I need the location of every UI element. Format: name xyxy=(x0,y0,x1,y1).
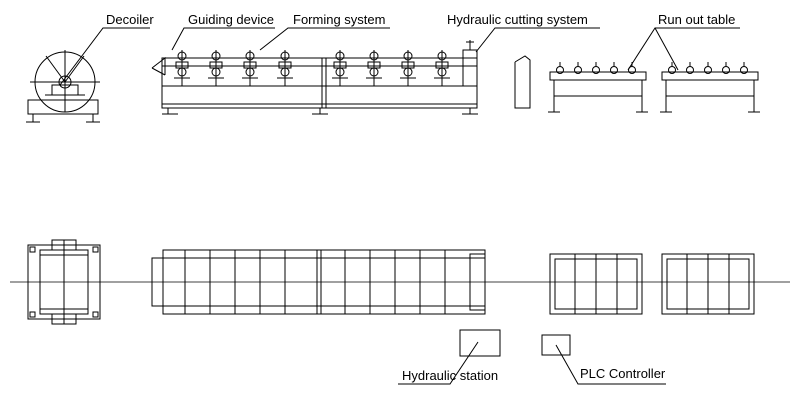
leader-lines-bottom xyxy=(398,342,666,384)
plc-controller-box xyxy=(542,335,570,355)
run-out-table-label: Run out table xyxy=(658,12,736,27)
roller-station xyxy=(277,50,293,86)
decoiler-elevation xyxy=(26,50,100,122)
guiding-device-label: Guiding device xyxy=(188,12,274,27)
decoiler-label: Decoiler xyxy=(106,12,154,27)
roller xyxy=(705,62,712,74)
run-out-table-2-plan xyxy=(662,254,754,314)
roller-station xyxy=(174,50,190,86)
forming-machine-plan xyxy=(152,250,485,314)
forming-system-label: Forming system xyxy=(293,12,386,27)
roller-station xyxy=(434,50,450,86)
roller xyxy=(741,62,748,74)
roller xyxy=(557,62,564,74)
roller-station xyxy=(332,50,348,86)
roller-station xyxy=(208,50,224,86)
run-out-table-1-plan xyxy=(550,254,642,314)
hydraulic-station-box xyxy=(460,330,500,356)
roller xyxy=(593,62,600,74)
roller xyxy=(687,62,694,74)
hydraulic-cutting-system-label: Hydraulic cutting system xyxy=(447,12,588,27)
roller-station xyxy=(242,50,258,86)
forming-machine-elevation xyxy=(152,40,478,114)
roller xyxy=(669,62,676,74)
leader-lines-top xyxy=(60,28,740,85)
hydraulic-station-label: Hydraulic station xyxy=(402,368,499,383)
decoiler-plan xyxy=(28,240,100,324)
hydraulic-cutting-elevation xyxy=(515,56,530,108)
plc-controller-label: PLC Controller xyxy=(580,366,666,381)
roller-station xyxy=(400,50,416,86)
run-out-table-1-elevation xyxy=(548,62,648,112)
roller xyxy=(723,62,730,74)
roller xyxy=(611,62,618,74)
run-out-table-2-elevation xyxy=(660,62,760,112)
roller-station xyxy=(366,50,382,86)
roller xyxy=(575,62,582,74)
